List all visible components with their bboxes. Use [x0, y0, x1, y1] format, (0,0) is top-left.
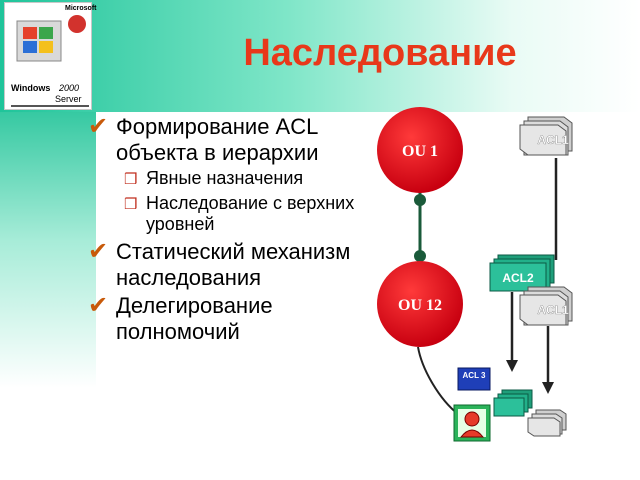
- logo-product: Windows: [11, 83, 51, 93]
- acl1-top-label: ACL1: [537, 133, 569, 147]
- logo-seal: [68, 15, 86, 33]
- acl2-stack: ACL2: [489, 254, 555, 292]
- logo-version: 2000: [59, 83, 80, 93]
- check-icon: ✔: [88, 113, 109, 140]
- slide-title: Наследование: [243, 32, 517, 74]
- logo-edition: Server: [55, 94, 82, 104]
- bullet-list: ✔ Формирование ACL объекта в иерархии ❒ …: [88, 114, 356, 347]
- bullet-item: ✔ Формирование ACL объекта в иерархии: [88, 114, 356, 166]
- user-icon: [453, 404, 491, 442]
- acl3-box: ACL 3: [457, 367, 491, 391]
- ou-12-label: OU 12: [398, 297, 442, 314]
- result-green-stack: [493, 389, 533, 417]
- ou-12-node: OU 12: [377, 261, 463, 347]
- arrow-bullet-icon: ❒: [124, 196, 138, 213]
- acl1-mid-stack: ACL1: [519, 286, 573, 326]
- acl1-top-stack: ACL1: [519, 116, 573, 156]
- sub-bullet-item: ❒ Явные назначения: [124, 168, 356, 189]
- ou-1-node: OU 1: [377, 107, 463, 193]
- sub-bullet-text: Наследование с верхних уровней: [146, 193, 355, 234]
- bullet-item: ✔ Статический механизм наследования: [88, 239, 356, 291]
- arrow-bullet-icon: ❒: [124, 171, 138, 188]
- ou-1-label: OU 1: [402, 143, 438, 160]
- header-background: [0, 0, 640, 112]
- logo-brand: Microsoft: [65, 5, 97, 12]
- acl2-label: ACL2: [502, 271, 534, 285]
- connector-dot-top: [414, 194, 426, 206]
- windows-flag-icon: [16, 20, 62, 62]
- inheritance-diagram: OU 1 OU 12 ACL1 ACL2 ACL1 ACL 3: [377, 107, 573, 442]
- arrow-acl1-down: [542, 326, 554, 394]
- bullet-text: Статический механизм наследования: [116, 239, 351, 290]
- logo-fine-print: [11, 105, 89, 107]
- sub-bullet-item: ❒ Наследование с верхних уровней: [124, 193, 356, 235]
- check-icon: ✔: [88, 292, 109, 319]
- check-icon: ✔: [88, 238, 109, 265]
- sub-bullet-text: Явные назначения: [146, 168, 304, 188]
- bullet-item: ✔ Делегирование полномочий: [88, 293, 356, 345]
- acl1-mid-label: ACL1: [537, 303, 569, 317]
- arrow-acl2-down: [506, 292, 518, 372]
- windows-2000-server-logo: Microsoft Windows 2000 Server: [4, 2, 97, 110]
- bullet-text: Формирование ACL объекта в иерархии: [116, 114, 319, 165]
- connector-dot-bottom: [414, 250, 426, 262]
- left-gradient-strip: [0, 112, 96, 480]
- result-gray-stack: [527, 409, 567, 437]
- ou12-to-user-line: [417, 346, 459, 415]
- bullet-text: Делегирование полномочий: [116, 293, 273, 344]
- acl3-label: ACL 3: [463, 371, 487, 380]
